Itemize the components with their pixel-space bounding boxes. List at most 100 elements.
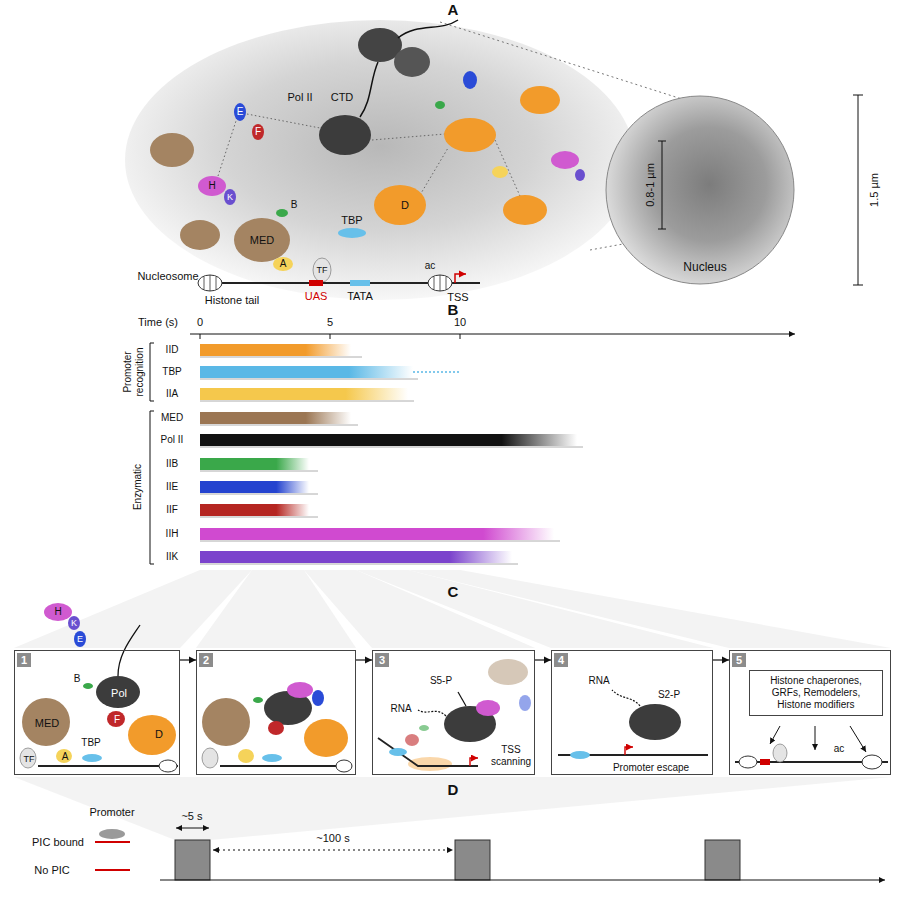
group-label: Promoter recognition [122,341,145,403]
group-bracket [150,343,154,401]
factor-label: TSS scanning [488,744,534,767]
nucleus-circle: 0.8-1 µm Nucleus [605,95,795,285]
nucleus-fill [658,141,666,229]
factor-label: MED [250,234,274,247]
pol-ii-blob [398,20,458,38]
residence-bar [200,494,318,495]
factor-row-label: IIE [166,481,178,493]
step-3-art [419,725,429,731]
step-3-art [378,738,478,766]
pic-timeline [176,828,209,829]
dimension-label: 0.8-1 µm [644,163,657,207]
legend-label: No PIC [34,864,69,877]
step-3-art [470,758,478,766]
factor-blob [276,209,288,217]
pol-ii-blob [394,47,430,77]
residence-bar [200,447,583,448]
step-2-art [304,719,348,757]
factor-label: Pol II [287,91,312,104]
factor-label: TF [317,265,328,275]
dna-strand [204,275,216,291]
step-5-art [770,726,866,752]
factor-blob [198,103,426,282]
pol-ii-blob [319,115,371,155]
step-arrow [713,659,729,660]
step-1-art [107,711,125,727]
nucleus-fill [606,96,794,284]
zoom-line [440,22,685,100]
group-bracket [150,343,154,564]
step-4-art [612,690,640,706]
residence-bar [200,401,414,402]
decor-factor [503,195,547,225]
zoom-band [14,570,891,840]
factor-row-label: IIK [166,551,178,563]
factor-blob [234,218,290,262]
pol-ii-blob [319,20,458,155]
scale-bar [853,95,863,285]
decor-factor [575,169,585,181]
nuclear-dome [125,20,635,300]
factor-label: ac [834,743,845,755]
nucleus-outline [606,96,794,284]
box-text: Histone chaperones, GRFs, Remodelers, Hi… [755,675,877,711]
step-1-art [74,631,86,647]
dna-strand [198,274,480,291]
step-2-art [202,698,250,746]
residence-bar [200,357,583,564]
duration-label: ~5 s [181,810,202,823]
residence-bar [200,564,518,565]
factor-label: S5-P [430,675,452,687]
step-number: 3 [375,653,389,667]
residence-bar [200,412,351,424]
residence-bar [200,366,413,378]
step-5-art [735,726,888,769]
time-axis [190,334,795,335]
pic-timeline [95,828,885,880]
residence-bar [200,481,309,493]
factor-row-label: IID [166,344,179,356]
residence-bar [200,388,408,400]
step-4-art [570,751,590,759]
interaction-line [372,134,445,140]
factor-blob [252,124,264,140]
factor-label: F [255,126,261,138]
factor-label: H [54,606,61,618]
step-4-art [625,747,633,755]
step-5-art [773,744,787,762]
step-1-art [20,748,36,768]
step-box: 2 [196,650,356,775]
factor-blob [338,228,366,238]
factor-label: B [74,673,81,685]
dna-strand [198,275,222,291]
step-1-art [22,698,70,746]
step-3-art [476,700,500,716]
pic-timeline [705,840,740,880]
step-1-art [68,616,80,630]
factor-row-label: TBP [162,366,181,378]
step-1-art [20,603,178,772]
step-arrow [535,659,551,660]
factor-blob [273,257,293,271]
nucleus-label: Nucleus [683,261,726,275]
step-box: 5acHistone chaperones, GRFs, Remodelers,… [729,650,891,775]
step-arrow [180,659,196,660]
factor-row-label: IIH [166,528,179,540]
factor-label: F [114,714,120,726]
residence-bar [200,504,309,516]
step-2-art [253,697,263,703]
factor-box: Histone chaperones, GRFs, Remodelers, Hi… [749,670,883,716]
step-2-art [238,749,254,763]
residence-bar [200,517,318,518]
step-1-art [96,676,140,708]
step-2-art [220,765,352,767]
step-3-art [519,695,531,711]
step-1-art [159,760,177,772]
axis-tick: 0 [197,316,203,329]
step-1-art [83,683,93,689]
step-5-art [850,726,866,752]
step-arrow [356,659,372,660]
pic-timeline [175,840,210,880]
step-1-art [56,749,72,763]
